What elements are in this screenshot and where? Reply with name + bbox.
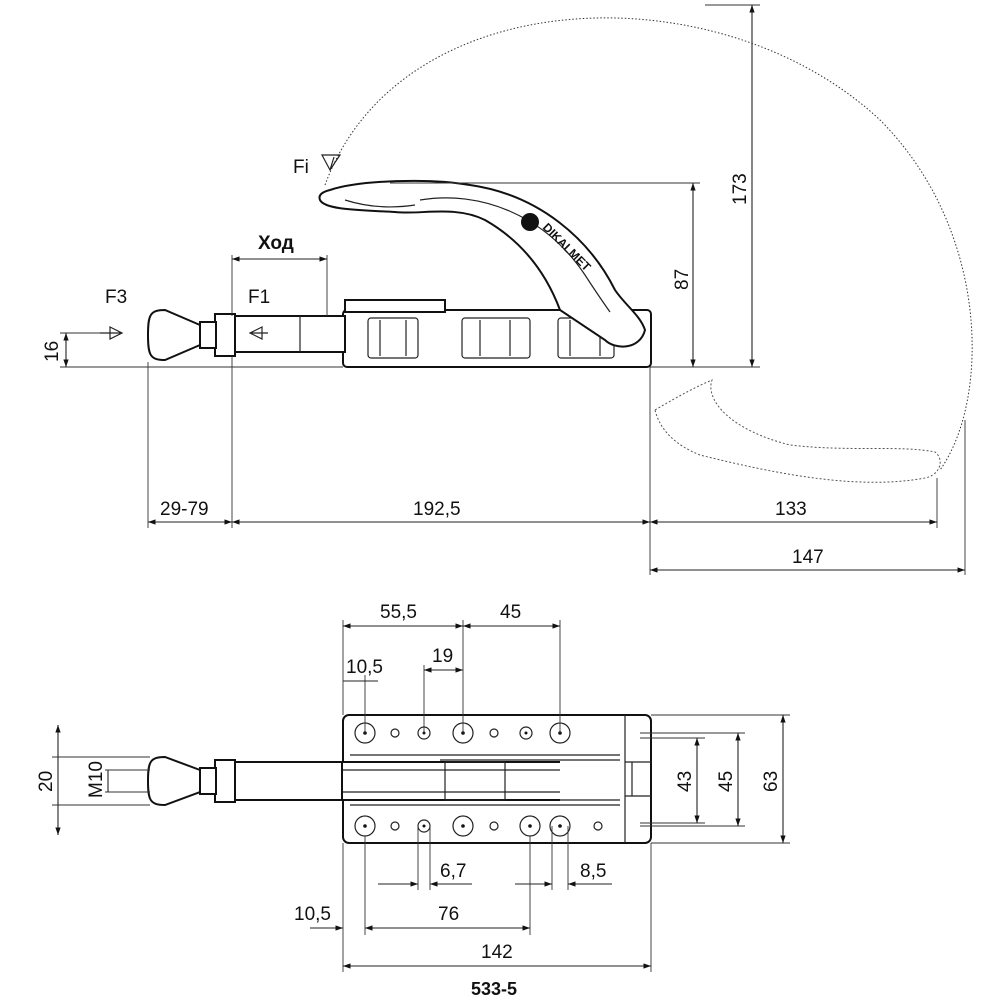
fi-force-arrow bbox=[321, 154, 342, 172]
base-pocket-1 bbox=[367, 317, 419, 359]
f1-force-arrow bbox=[248, 326, 268, 340]
plunger-tip bbox=[146, 308, 201, 362]
height-20-label: 20 bbox=[36, 771, 57, 792]
height-43-label: 43 bbox=[675, 771, 696, 792]
top-hex-nut bbox=[214, 759, 236, 803]
f3-label: F3 bbox=[105, 287, 127, 308]
width-76-label: 76 bbox=[438, 904, 459, 925]
f3-force-arrow bbox=[100, 326, 124, 340]
top-plunger-tip bbox=[146, 755, 201, 807]
width-133-label: 133 bbox=[775, 499, 807, 520]
width-55-5-label: 55,5 bbox=[380, 602, 417, 623]
width-192-5-label: 192,5 bbox=[413, 499, 461, 520]
top-plunger-rod bbox=[231, 761, 343, 801]
top-view: 55,5 45 10,5 19 20 M10 43 45 63 bbox=[36, 602, 790, 972]
width-19-label: 19 bbox=[432, 646, 453, 667]
width-142-label: 142 bbox=[481, 942, 513, 963]
width-10-5-top-label: 10,5 bbox=[346, 657, 383, 678]
handle-swing-arc bbox=[324, 17, 973, 471]
height-16-label: 16 bbox=[42, 341, 63, 362]
m10-label: M10 bbox=[86, 761, 107, 798]
hex-nut bbox=[214, 313, 236, 357]
side-view: DIKALMET Fi F3 F1 Ход 173 87 1 bbox=[42, 4, 973, 575]
width-29-79-label: 29-79 bbox=[160, 499, 209, 520]
height-63-label: 63 bbox=[761, 771, 782, 792]
height-173-label: 173 bbox=[730, 173, 751, 205]
width-147-label: 147 bbox=[792, 547, 824, 568]
ghost-handle-outline bbox=[654, 379, 941, 483]
width-10-5-bottom-label: 10,5 bbox=[294, 904, 331, 925]
base-pocket-2 bbox=[461, 317, 531, 359]
width-8-5-label: 8,5 bbox=[580, 861, 606, 882]
plunger-rod bbox=[231, 315, 346, 353]
base-top-ridge bbox=[344, 299, 446, 313]
width-6-7-label: 6,7 bbox=[440, 861, 466, 882]
model-number: 533-5 bbox=[471, 979, 517, 999]
width-45-label: 45 bbox=[500, 602, 521, 623]
stroke-label: Ход bbox=[258, 233, 294, 254]
height-87-label: 87 bbox=[672, 269, 693, 290]
clamp-handle bbox=[318, 179, 647, 348]
brand-logo bbox=[521, 213, 539, 231]
height-45-label: 45 bbox=[716, 771, 737, 792]
top-u-channel bbox=[322, 761, 560, 801]
fi-label: Fi bbox=[293, 157, 309, 178]
f1-label: F1 bbox=[248, 287, 270, 308]
